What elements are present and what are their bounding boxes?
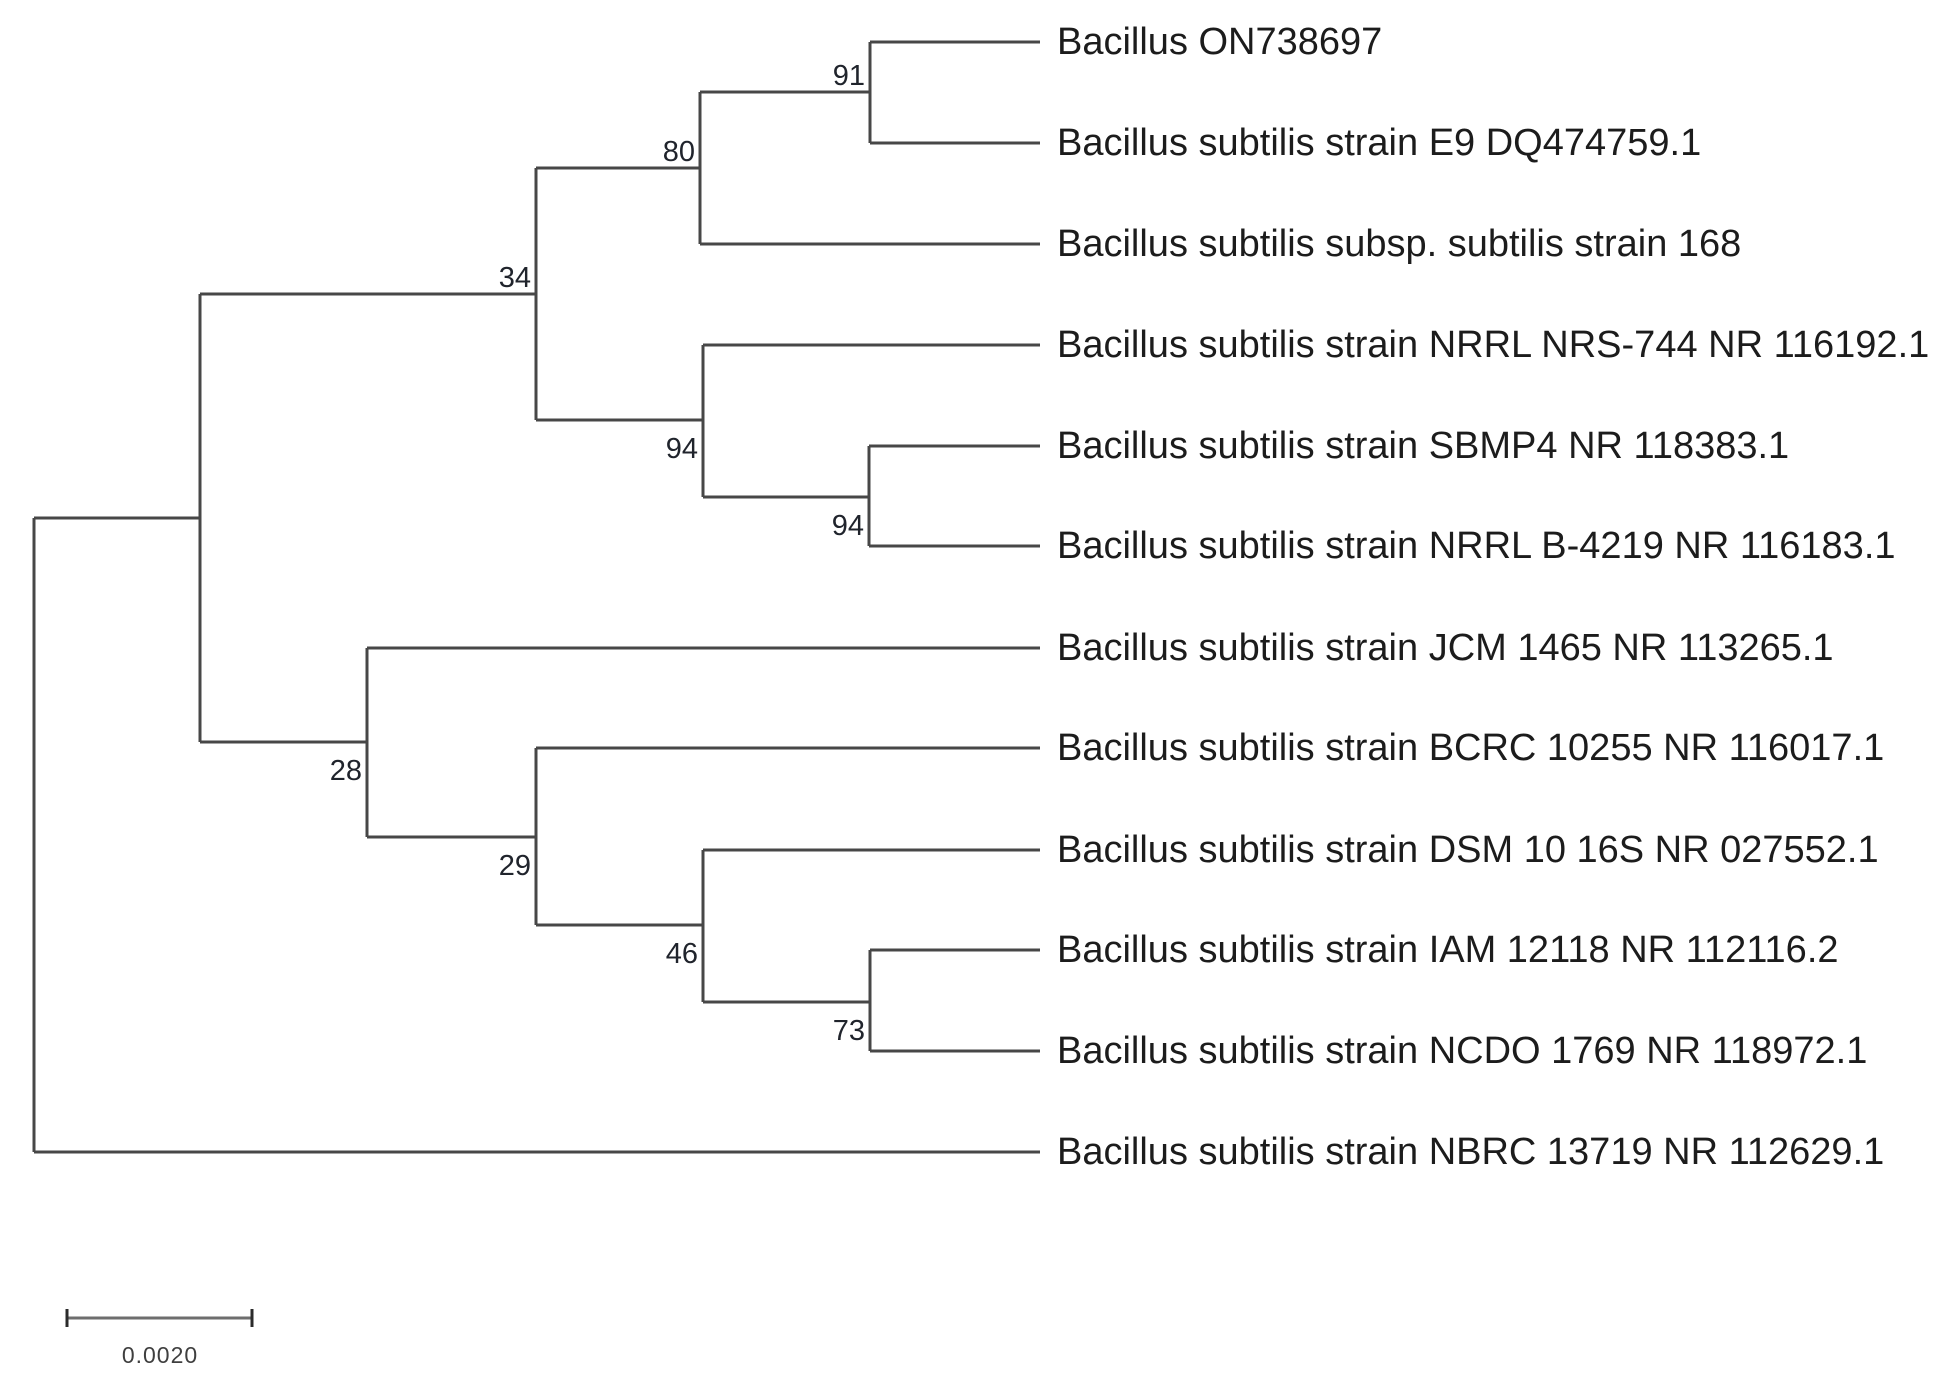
leaf-label: Bacillus subtilis strain NRRL NRS-744 NR… <box>1057 324 1929 366</box>
bootstrap-value: 94 <box>832 510 864 542</box>
leaf-label: Bacillus subtilis strain BCRC 10255 NR 1… <box>1057 727 1884 769</box>
bootstrap-value: 29 <box>499 850 531 882</box>
leaf-label: Bacillus subtilis strain JCM 1465 NR 113… <box>1057 627 1834 669</box>
leaf-label: Bacillus subtilis strain IAM 12118 NR 11… <box>1057 929 1839 971</box>
bootstrap-value: 91 <box>833 60 865 92</box>
leaf-label: Bacillus subtilis strain E9 DQ474759.1 <box>1057 122 1701 164</box>
bootstrap-value: 80 <box>663 136 695 168</box>
scale-bar-label: 0.0020 <box>122 1342 198 1368</box>
leaf-label: Bacillus ON738697 <box>1057 21 1382 63</box>
leaf-label: Bacillus subtilis strain SBMP4 NR 118383… <box>1057 425 1789 467</box>
leaf-label: Bacillus subtilis strain NCDO 1769 NR 11… <box>1057 1030 1867 1072</box>
leaf-label: Bacillus subtilis strain DSM 10 16S NR 0… <box>1057 829 1879 871</box>
bootstrap-labels: 91 80 34 94 94 28 29 46 73 <box>330 60 865 1047</box>
bootstrap-value: 28 <box>330 755 362 787</box>
tree-branches <box>32 40 1040 1154</box>
bootstrap-value: 94 <box>666 433 698 465</box>
bootstrap-value: 34 <box>499 262 531 294</box>
bootstrap-value: 46 <box>666 938 698 970</box>
scale-bar: 0.0020 <box>65 1309 254 1368</box>
leaf-label: Bacillus subtilis strain NRRL B-4219 NR … <box>1057 525 1896 567</box>
leaf-label: Bacillus subtilis subsp. subtilis strain… <box>1057 223 1741 265</box>
leaf-label: Bacillus subtilis strain NBRC 13719 NR 1… <box>1057 1131 1884 1173</box>
bootstrap-value: 73 <box>833 1015 865 1047</box>
